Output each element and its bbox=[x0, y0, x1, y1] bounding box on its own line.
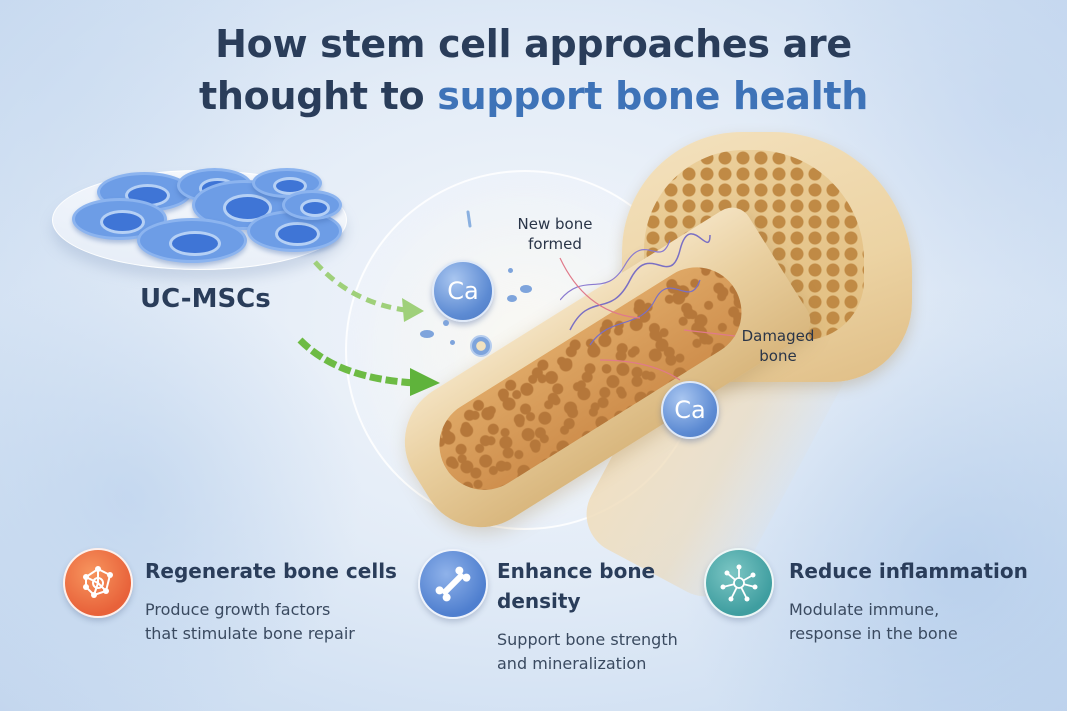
mineral-droplet bbox=[450, 340, 455, 345]
callout-new-bone-formed: New bone formed bbox=[500, 214, 610, 254]
feature-desc-line1: Support bone strength bbox=[497, 630, 678, 649]
feature-title: Reduce inflammation bbox=[789, 559, 1028, 583]
stem-cell-in-bone bbox=[470, 335, 492, 357]
calcium-badge: Ca bbox=[432, 260, 494, 322]
immune-cell-icon bbox=[704, 548, 774, 618]
feature-desc-line2: response in the bone bbox=[789, 624, 958, 643]
callout-damaged-line2: bone bbox=[759, 347, 797, 365]
callout-damaged-line1: Damaged bbox=[741, 327, 815, 345]
feature-desc-line2: and mineralization bbox=[497, 654, 647, 673]
title-accent: support bone health bbox=[437, 74, 868, 118]
callout-new-bone-line1: New bone bbox=[517, 215, 593, 233]
feature-desc-line2: that stimulate bone repair bbox=[145, 624, 355, 643]
feature-desc-line1: Produce growth factors bbox=[145, 600, 331, 619]
cell-network-icon bbox=[63, 548, 133, 618]
mineral-droplet bbox=[508, 268, 513, 273]
feature-desc-line1: Modulate immune, bbox=[789, 600, 940, 619]
mineral-droplet bbox=[420, 330, 434, 338]
uc-mscs-label: UC-MSCs bbox=[140, 284, 271, 314]
stem-cell bbox=[137, 218, 247, 263]
page-title: How stem cell approaches are thought to … bbox=[0, 18, 1067, 122]
calcium-badge: Ca bbox=[661, 381, 719, 439]
petri-dish-illustration bbox=[52, 160, 352, 270]
mineral-droplet bbox=[443, 320, 449, 326]
bone-icon bbox=[418, 549, 488, 619]
title-line-2: thought to support bone health bbox=[0, 70, 1067, 122]
callout-new-bone-line2: formed bbox=[528, 235, 582, 253]
cell-network-glyph bbox=[83, 566, 113, 598]
mineral-droplet bbox=[520, 285, 532, 293]
title-line-2-prefix: thought to bbox=[199, 74, 438, 118]
callout-damaged-bone: Damaged bone bbox=[733, 326, 823, 366]
title-line-1: How stem cell approaches are bbox=[215, 22, 852, 66]
feature-title-line2: density bbox=[497, 589, 581, 613]
bone-glyph bbox=[435, 566, 471, 602]
stem-cell bbox=[282, 190, 342, 220]
mineral-droplet bbox=[507, 295, 517, 302]
immune-cell-glyph bbox=[720, 564, 758, 602]
feature-title: Regenerate bone cells bbox=[145, 559, 397, 583]
feature-title-line1: Enhance bone bbox=[497, 559, 656, 583]
